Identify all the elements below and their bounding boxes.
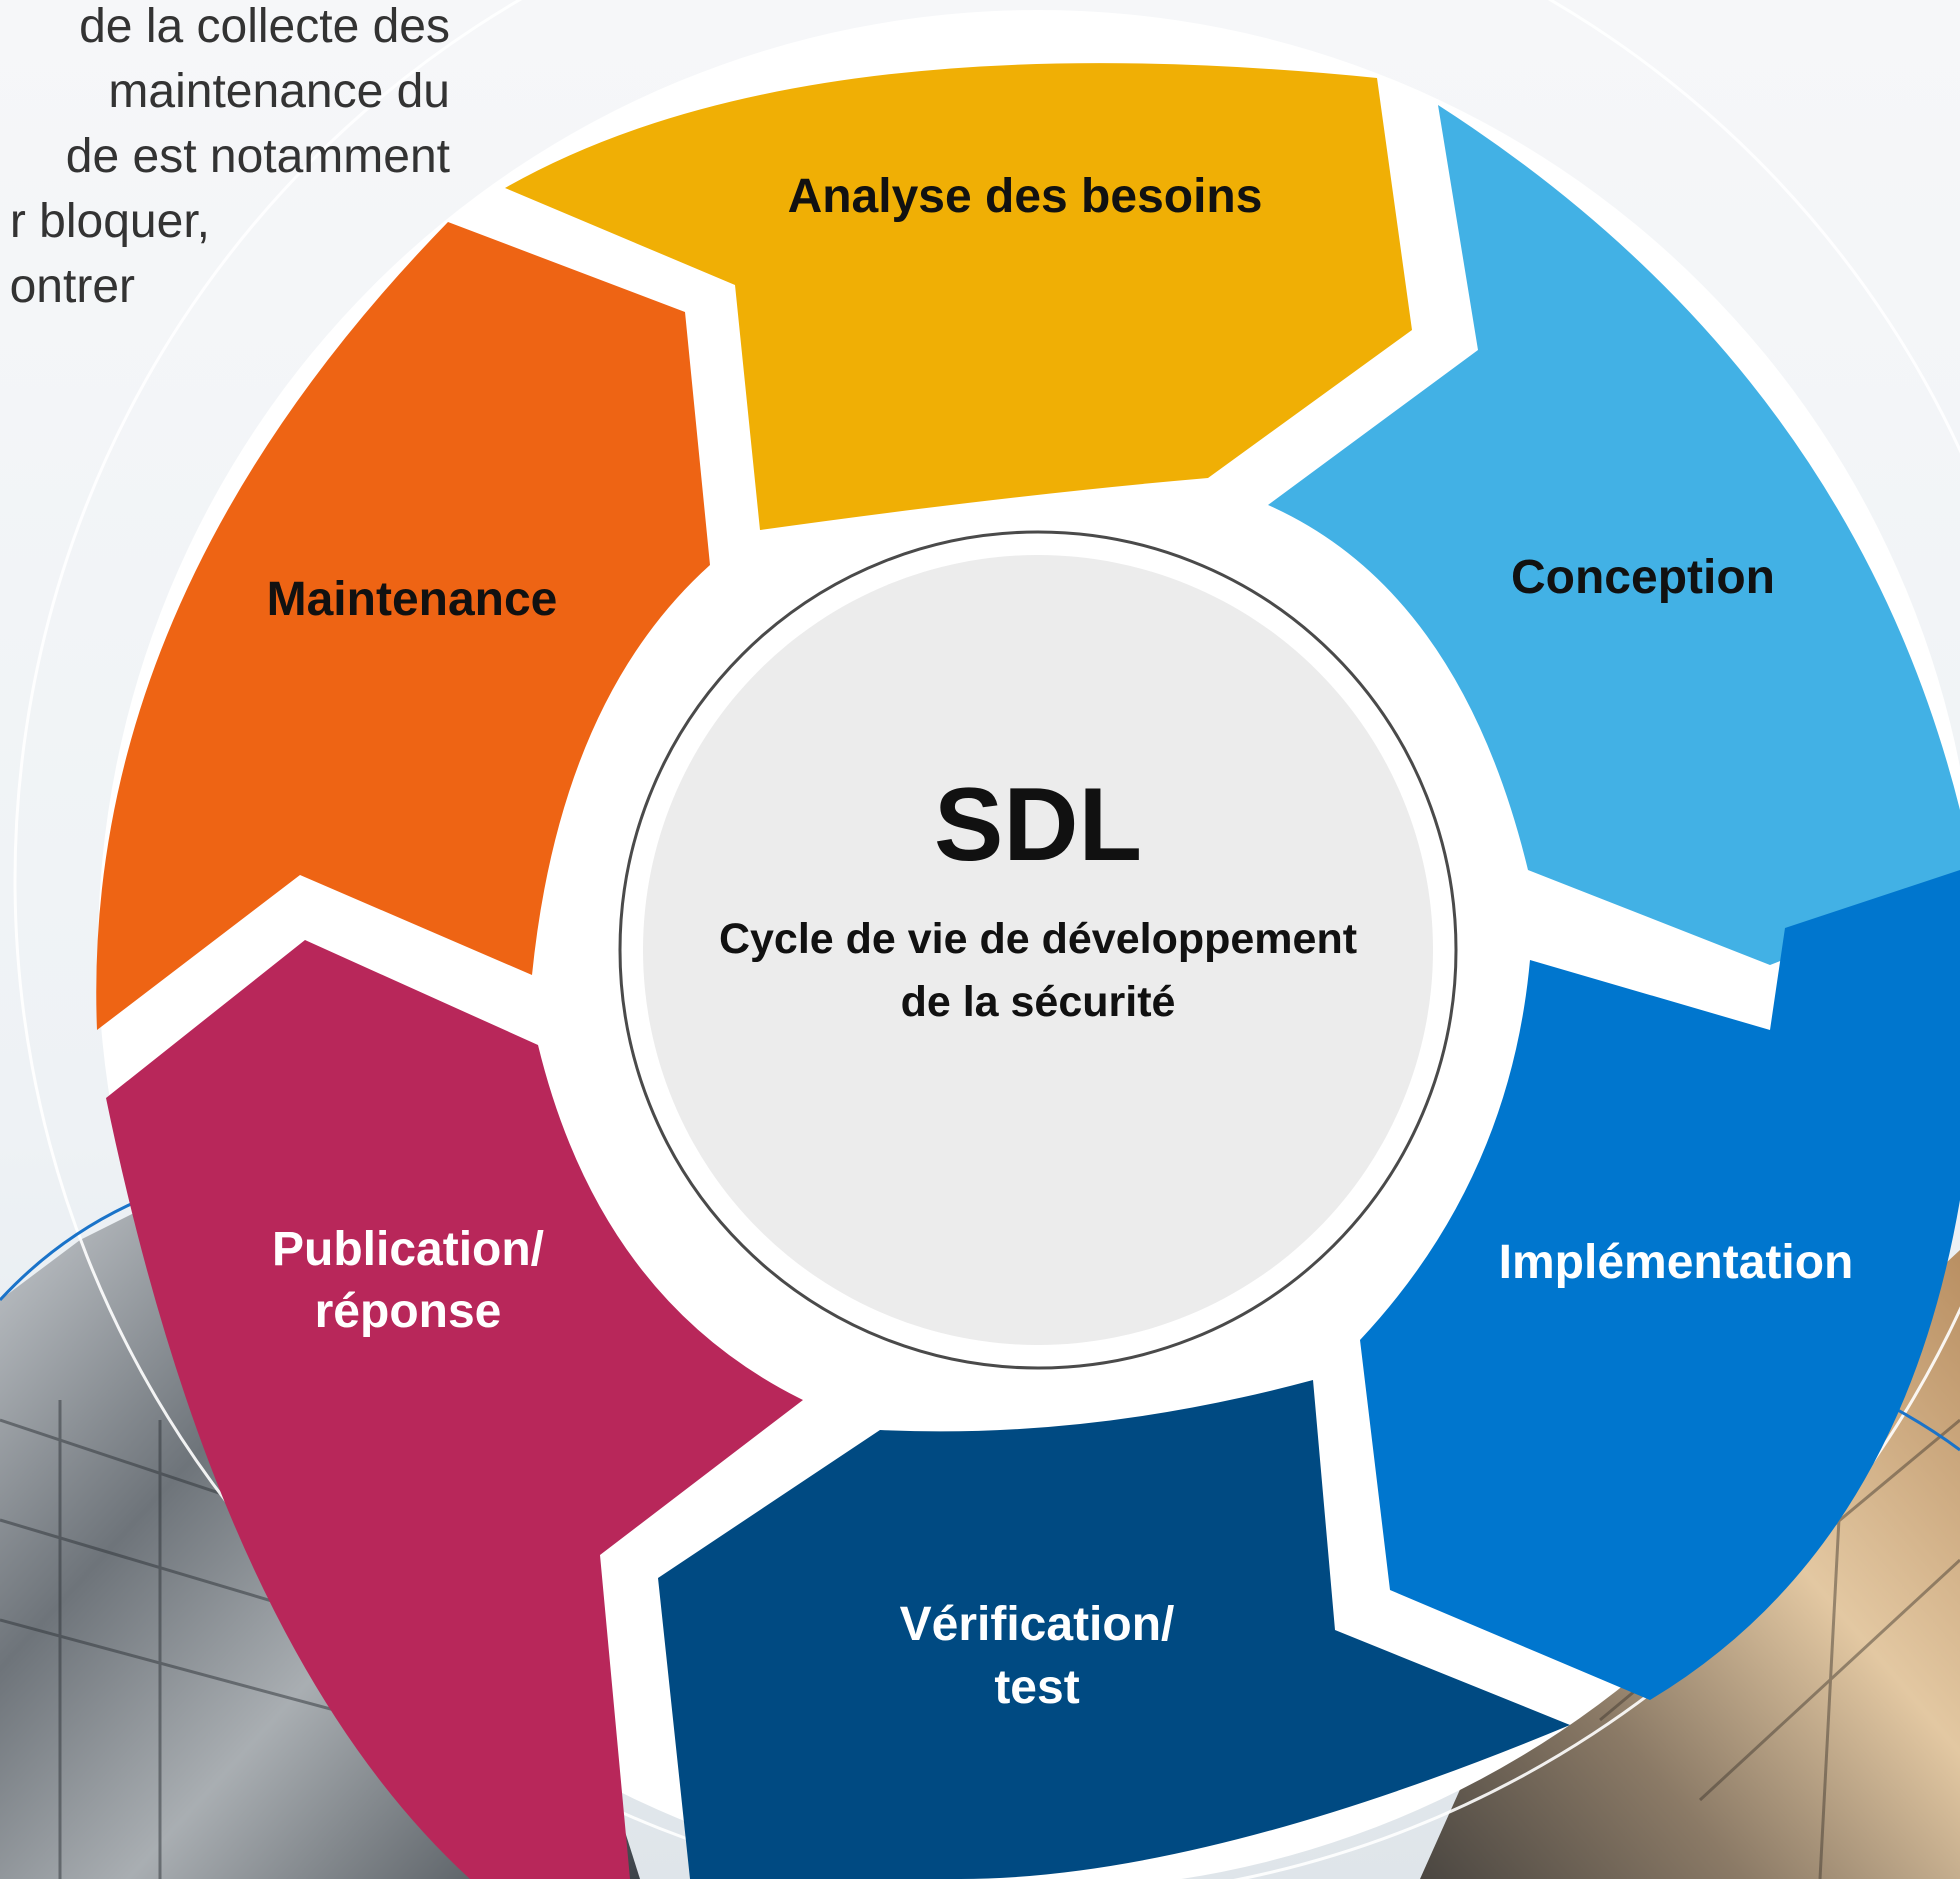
intro-line: maintenance du xyxy=(108,65,450,118)
label-verification-line2: test xyxy=(994,1661,1079,1714)
center-subtitle-line2: de la sécurité xyxy=(901,978,1176,1026)
center-subtitle-line1: Cycle de vie de développement xyxy=(719,915,1357,963)
intro-line: ontrer xyxy=(9,260,135,313)
center-title: SDL xyxy=(934,767,1142,883)
label-analyse: Analyse des besoins xyxy=(788,170,1263,223)
label-implementation: Implémentation xyxy=(1499,1236,1854,1289)
label-maintenance: Maintenance xyxy=(267,573,558,626)
segment-analyse xyxy=(505,63,1412,530)
label-verification-line1: Vérification/ xyxy=(900,1598,1175,1651)
intro-line: de la collecte des xyxy=(79,0,450,53)
center-ring-outline xyxy=(618,530,1458,1370)
intro-line: r bloquer, xyxy=(9,195,210,248)
label-publication-line1: Publication/ xyxy=(272,1223,544,1276)
segment-publication xyxy=(106,940,803,1879)
intro-paragraph: de la collecte des maintenance du de est… xyxy=(0,0,450,319)
segment-verification xyxy=(658,1380,1570,1879)
segment-maintenance xyxy=(96,222,711,1030)
intro-line: de est notamment xyxy=(65,130,450,183)
segment-conception xyxy=(1268,105,1960,965)
label-publication-line2: réponse xyxy=(315,1285,502,1338)
segment-implementation xyxy=(1360,870,1960,1700)
center-hub xyxy=(643,555,1433,1345)
label-conception: Conception xyxy=(1511,551,1775,604)
